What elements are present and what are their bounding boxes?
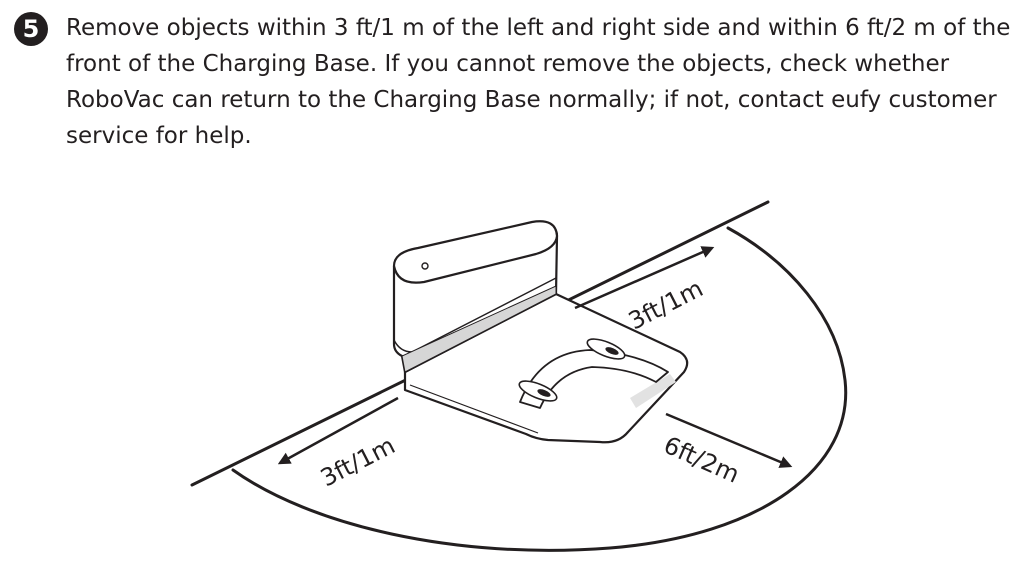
- charging-base-tower-base-shade: [401, 285, 557, 373]
- clearance-zone-arc: [231, 226, 848, 552]
- charging-base-tower-top: [392, 220, 559, 284]
- front-clearance-arrow: [665, 412, 793, 468]
- left-clearance-arrow: [277, 396, 399, 465]
- charging-contact-lower: [518, 380, 558, 402]
- instruction-text: Remove objects within 3 ft/1 m of the le…: [66, 15, 1011, 149]
- charging-base-indicator-light: [421, 262, 429, 270]
- right-clearance-arrow: [574, 246, 715, 310]
- front-clearance-label: 6ft/2m: [660, 431, 744, 489]
- right-clearance-label: 3ft/1m: [624, 274, 708, 335]
- step-number-badge: 5: [14, 12, 48, 46]
- left-clearance-label: 3ft/1m: [316, 431, 400, 492]
- pad-groove: [519, 349, 669, 409]
- floor-pad-shading: [630, 374, 676, 408]
- floor-pad-edge: [409, 384, 539, 434]
- charging-contact-upper: [586, 338, 626, 360]
